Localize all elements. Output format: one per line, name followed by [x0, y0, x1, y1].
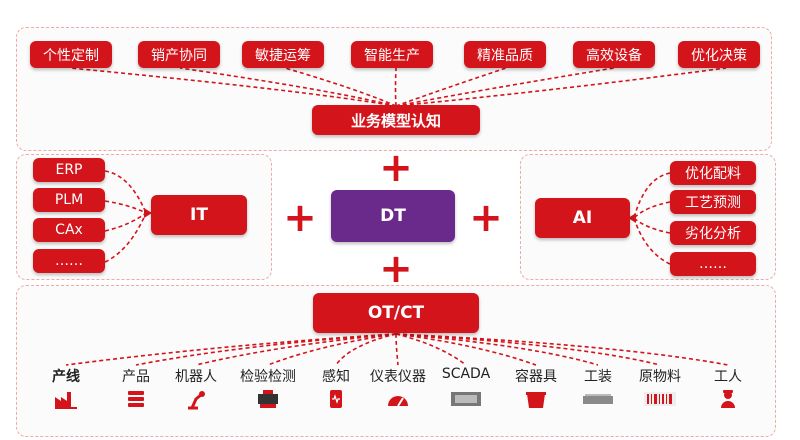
it-item-2[interactable]: CAx: [33, 218, 105, 242]
dt-button[interactable]: DT: [331, 190, 455, 242]
device-label-8: 工装: [584, 369, 612, 385]
worker-icon: [688, 386, 768, 412]
sensor-icon: [296, 386, 376, 412]
it-item-1[interactable]: PLM: [33, 188, 105, 212]
plus-top-icon: +: [379, 145, 413, 191]
top-item-0[interactable]: 个性定制: [30, 41, 112, 68]
business-model-button[interactable]: 业务模型认知: [312, 105, 480, 135]
plus-left-icon: +: [283, 195, 317, 241]
scada-panel-icon: [426, 386, 506, 412]
top-item-6[interactable]: 优化决策: [678, 41, 760, 68]
product-stack-icon: [96, 386, 176, 412]
ai-item-2[interactable]: 劣化分析: [670, 221, 756, 245]
device-label-3: 检验检测: [240, 369, 296, 385]
device-label-9: 原物料: [639, 369, 681, 385]
gauge-icon: [358, 386, 438, 412]
inspection-icon: [228, 386, 308, 412]
factory-icon: [26, 386, 106, 412]
it-item-3[interactable]: ……: [33, 249, 105, 273]
device-label-2: 机器人: [175, 369, 217, 385]
plus-right-icon: +: [469, 195, 503, 241]
ai-item-3[interactable]: ……: [670, 252, 756, 276]
ai-item-1[interactable]: 工艺预测: [670, 190, 756, 214]
top-item-2[interactable]: 敏捷运筹: [242, 41, 324, 68]
device-label-4: 感知: [322, 369, 350, 385]
top-item-3[interactable]: 智能生产: [351, 41, 433, 68]
top-item-5[interactable]: 高效设备: [573, 41, 655, 68]
device-label-5: 仪表仪器: [370, 369, 426, 385]
device-label-1: 产品: [122, 369, 150, 385]
it-item-0[interactable]: ERP: [33, 158, 105, 182]
top-item-1[interactable]: 销产协同: [138, 41, 220, 68]
device-label-6: SCADA: [441, 366, 491, 382]
device-label-0: 产线: [52, 369, 80, 385]
ai-button[interactable]: AI: [535, 198, 630, 238]
barcode-icon: [620, 386, 700, 412]
device-label-7: 容器具: [515, 369, 557, 385]
fixture-icon: [558, 386, 638, 412]
plus-bottom-icon: +: [379, 246, 413, 292]
device-label-10: 工人: [714, 369, 742, 385]
ot-ct-button[interactable]: OT/CT: [313, 293, 479, 333]
container-icon: [496, 386, 576, 412]
top-item-4[interactable]: 精准品质: [464, 41, 546, 68]
it-button[interactable]: IT: [151, 195, 247, 235]
robot-arm-icon: [156, 386, 236, 412]
ai-item-0[interactable]: 优化配料: [670, 161, 756, 185]
